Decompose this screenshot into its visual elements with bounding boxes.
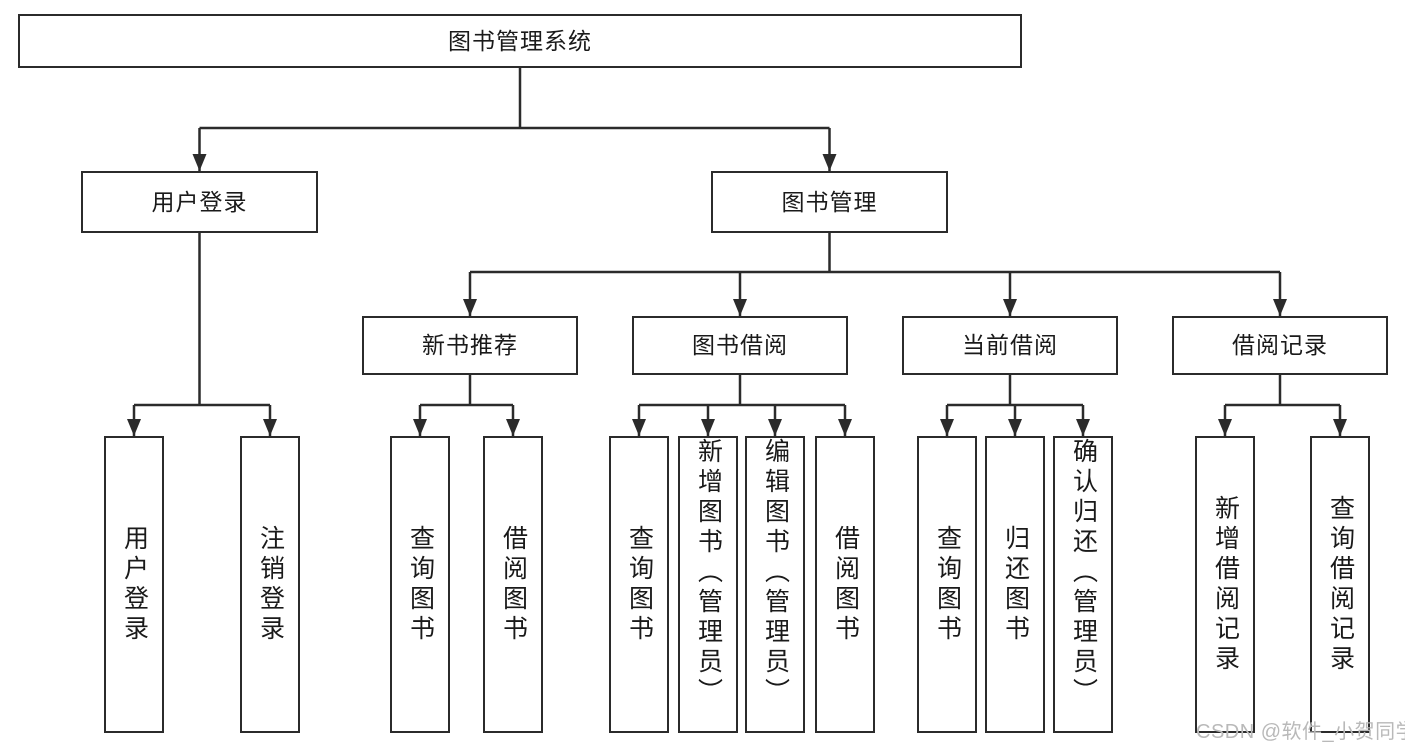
node-user-login[interactable]: 用户登录 bbox=[81, 171, 318, 233]
node-label: 图书管理系统 bbox=[448, 27, 592, 54]
node-label: 查询借阅记录 bbox=[1326, 494, 1355, 675]
node-leaf-borrow-book-1[interactable]: 借阅图书 bbox=[483, 436, 543, 733]
edge-arrowhead bbox=[127, 419, 141, 436]
edge-arrowhead bbox=[768, 419, 782, 436]
node-label: 当前借阅 bbox=[962, 332, 1058, 359]
edge-arrowhead bbox=[701, 419, 715, 436]
node-label: 注销登录 bbox=[256, 524, 285, 645]
node-label: 编辑图书（管理员） bbox=[761, 438, 790, 708]
node-root[interactable]: 图书管理系统 bbox=[18, 14, 1022, 68]
node-label: 借阅记录 bbox=[1232, 332, 1328, 359]
edge-arrowhead bbox=[192, 154, 207, 171]
edge-arrowhead bbox=[1218, 419, 1232, 436]
edge-arrowhead bbox=[1333, 419, 1347, 436]
node-leaf-add-record[interactable]: 新增借阅记录 bbox=[1195, 436, 1255, 733]
node-book-mgmt[interactable]: 图书管理 bbox=[711, 171, 948, 233]
node-leaf-borrow-book-2[interactable]: 借阅图书 bbox=[815, 436, 875, 733]
edge-arrowhead bbox=[413, 419, 427, 436]
node-leaf-logout[interactable]: 注销登录 bbox=[240, 436, 300, 733]
node-label: 归还图书 bbox=[1001, 524, 1030, 645]
node-new-book-rec[interactable]: 新书推荐 bbox=[362, 316, 578, 375]
node-label: 查询图书 bbox=[933, 524, 962, 645]
edge-arrowhead bbox=[1273, 299, 1287, 316]
edge-arrowhead bbox=[940, 419, 954, 436]
node-label: 用户登录 bbox=[120, 524, 149, 645]
node-label: 新增借阅记录 bbox=[1211, 494, 1240, 675]
node-borrow-record[interactable]: 借阅记录 bbox=[1172, 316, 1388, 375]
node-leaf-query-record[interactable]: 查询借阅记录 bbox=[1310, 436, 1370, 733]
edge-arrowhead bbox=[632, 419, 646, 436]
node-leaf-user-login[interactable]: 用户登录 bbox=[104, 436, 164, 733]
node-label: 图书借阅 bbox=[692, 332, 788, 359]
node-current-borrow[interactable]: 当前借阅 bbox=[902, 316, 1118, 375]
node-leaf-return-book[interactable]: 归还图书 bbox=[985, 436, 1045, 733]
edge-arrowhead bbox=[1008, 419, 1022, 436]
edge-arrowhead bbox=[1076, 419, 1090, 436]
node-leaf-query-book-1[interactable]: 查询图书 bbox=[390, 436, 450, 733]
edge-arrowhead bbox=[733, 299, 747, 316]
edge-arrowhead bbox=[822, 154, 837, 171]
node-leaf-edit-book[interactable]: 编辑图书（管理员） bbox=[745, 436, 805, 733]
edge-arrowhead bbox=[463, 299, 477, 316]
node-label: 图书管理 bbox=[781, 188, 878, 215]
node-leaf-query-book-3[interactable]: 查询图书 bbox=[917, 436, 977, 733]
node-leaf-add-book[interactable]: 新增图书（管理员） bbox=[678, 436, 738, 733]
node-label: 查询图书 bbox=[625, 524, 654, 645]
node-label: 新增图书（管理员） bbox=[694, 438, 723, 708]
node-leaf-query-book-2[interactable]: 查询图书 bbox=[609, 436, 669, 733]
node-label: 查询图书 bbox=[406, 524, 435, 645]
node-label: 新书推荐 bbox=[422, 332, 518, 359]
node-label: 用户登录 bbox=[151, 188, 248, 215]
node-label: 借阅图书 bbox=[499, 524, 528, 645]
node-label: 确认归还（管理员） bbox=[1069, 438, 1098, 708]
node-leaf-confirm-return[interactable]: 确认归还（管理员） bbox=[1053, 436, 1113, 733]
edge-arrowhead bbox=[838, 419, 852, 436]
edge-arrowhead bbox=[1003, 299, 1017, 316]
edge-arrowhead bbox=[263, 419, 277, 436]
edge-arrowhead bbox=[506, 419, 520, 436]
node-book-borrow[interactable]: 图书借阅 bbox=[632, 316, 848, 375]
watermark: CSDN @软件_小贺同学 bbox=[1196, 721, 1405, 743]
node-label: 借阅图书 bbox=[831, 524, 860, 645]
